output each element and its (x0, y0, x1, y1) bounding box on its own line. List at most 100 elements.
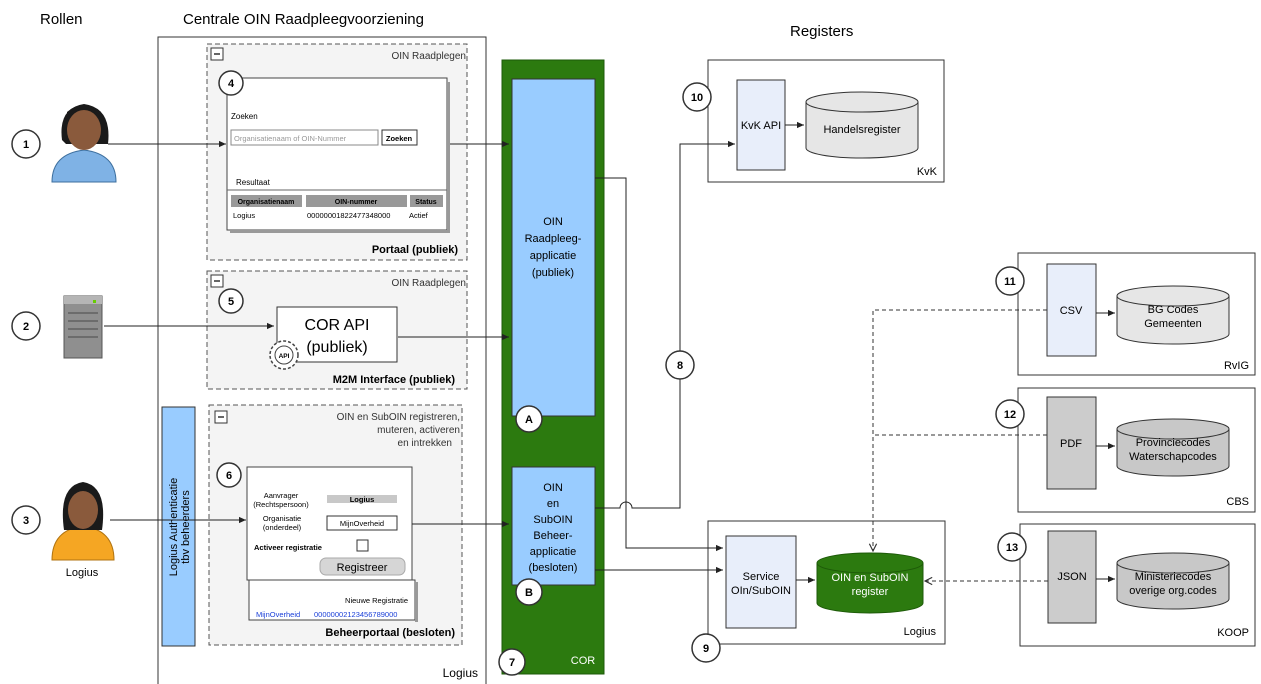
badge-10 (682, 82, 712, 112)
portal-search-button-label: Zoeken (386, 134, 413, 143)
app-a-line2: Raadpleeg- (525, 233, 582, 245)
connector-b-kvk (595, 140, 735, 509)
app-b-line1: OIN (543, 482, 563, 494)
app-b-line2: en (547, 498, 559, 510)
service-line2: OIn/SubOIN (731, 585, 791, 597)
app-a-line4: (publiek) (532, 267, 574, 279)
rvig-owner: RvIG (1224, 360, 1249, 372)
badge-11 (995, 266, 1025, 296)
aanvrager-label-2: (Rechtspersoon) (253, 500, 309, 509)
badge-13 (997, 532, 1027, 562)
badge-10-label: 10 (691, 92, 703, 104)
badge-2 (11, 311, 41, 341)
service-box (725, 535, 797, 629)
m2m-title: M2M Interface (publiek) (333, 374, 456, 386)
badge-8 (665, 350, 695, 380)
ministeriecodes-line2: overige org.codes (1129, 585, 1217, 597)
api-gear-icon: API (269, 340, 299, 370)
badge-1 (11, 129, 41, 159)
app-a-line3: applicatie (530, 250, 576, 262)
portal-search-input[interactable] (230, 129, 379, 146)
badge-5 (218, 288, 244, 314)
header-rollen: Rollen (40, 11, 83, 28)
organisatie-label-1: Organisatie (263, 514, 301, 523)
app-b-box (511, 466, 596, 586)
bgcodes-db (1116, 285, 1230, 345)
service-line1: Service (743, 571, 780, 583)
cbs-owner: CBS (1226, 496, 1249, 508)
badge-a (515, 405, 543, 433)
registreer-button-label: Registreer (337, 562, 388, 574)
app-b-line4: Beheer- (533, 530, 572, 542)
badge-13-label: 13 (1006, 542, 1018, 554)
cor-label: COR (571, 655, 596, 667)
app-b-line3: SubOIN (533, 514, 572, 526)
portal-col1-label: Organisatienaam (238, 199, 295, 206)
badge-12 (995, 399, 1025, 429)
ministeriecodes-line1: Ministeriecodes (1135, 571, 1212, 583)
beheer-title: Beheerportaal (besloten) (325, 627, 455, 639)
kvk-api-label: KvK API (741, 120, 781, 132)
badge-3-label: 3 (23, 515, 29, 527)
organisatie-input[interactable] (326, 515, 398, 531)
kvk-api-box (736, 79, 786, 171)
person-3-icon (51, 482, 115, 561)
csv-label: CSV (1060, 305, 1083, 317)
ministeriecodes-db (1116, 552, 1230, 610)
logius-auth-line2: tbv beheerders (180, 490, 192, 564)
badge-9-label: 9 (703, 643, 709, 655)
badge-a-label: A (525, 414, 533, 426)
provinciecodes-line1: Provinciecodes (1136, 437, 1211, 449)
bgcodes-line2: Gemeenten (1144, 318, 1201, 330)
badge-6-label: 6 (226, 470, 232, 482)
portal-search-placeholder: Organisatienaam of OIN-Nummer (234, 134, 347, 143)
badge-8-label: 8 (677, 360, 683, 372)
m2m-corner-label: OIN Raadplegen (392, 278, 467, 289)
portal-col2-label: OIN-nummer (335, 199, 378, 206)
person-1-icon (51, 104, 117, 183)
portal-col-header-1 (231, 195, 302, 207)
new-reg-oin-link[interactable]: 00000002123456789000 (314, 610, 397, 619)
role-3-label: Logius (66, 567, 99, 579)
app-b-line6: (besloten) (529, 562, 578, 574)
handelsregister-label: Handelsregister (823, 124, 900, 136)
pdf-label: PDF (1060, 438, 1082, 450)
registreer-button[interactable] (319, 557, 406, 576)
activeer-checkbox[interactable] (356, 539, 369, 552)
organisatie-value: MijnOverheid (340, 519, 384, 528)
badge-4 (218, 70, 244, 96)
badge-6 (216, 462, 242, 488)
logius-auth-bar (161, 406, 196, 647)
bgcodes-line1: BG Codes (1148, 304, 1199, 316)
aanvrager-label-1: Aanvrager (264, 491, 299, 500)
kvk-owner: KvK (917, 166, 938, 178)
cor-api-line1: COR API (305, 317, 370, 334)
badge-b-label: B (525, 587, 533, 599)
central-owner-label: Logius (443, 666, 478, 680)
connector-a-service (595, 177, 723, 552)
nieuwe-registratie-label: Nieuwe Registratie (345, 596, 408, 605)
oin-register-line1: OIN en SubOIN (831, 572, 908, 584)
portal-search-button[interactable] (381, 129, 418, 146)
beheer-group: OIN en SubOIN registreren, muteren, acti… (208, 404, 463, 646)
beheer-corner-line3: en intrekken (398, 438, 452, 449)
badge-7-label: 7 (509, 657, 515, 669)
logius-auth-line1: Logius Authenticatie (168, 478, 180, 576)
aanvrager-value: Logius (350, 495, 375, 504)
portal-search-label: Zoeken (231, 112, 258, 121)
new-reg-org-link[interactable]: MijnOverheid (256, 610, 300, 619)
api-gear-label: API (279, 353, 290, 360)
badge-3 (11, 505, 41, 535)
json-label: JSON (1057, 571, 1086, 583)
header-centrale: Centrale OIN Raadpleegvoorziening (183, 11, 424, 28)
portal-title: Portaal (publiek) (372, 244, 459, 256)
activeer-label: Activeer registratie (254, 543, 322, 552)
json-box (1047, 530, 1097, 624)
portal-corner-label: OIN Raadplegen (392, 51, 467, 62)
badge-5-label: 5 (228, 296, 234, 308)
badge-12-label: 12 (1004, 409, 1016, 421)
koop-owner: KOOP (1217, 627, 1249, 639)
portal-row-status: Actief (409, 211, 429, 220)
header-registers: Registers (790, 23, 853, 40)
provinciecodes-line2: Waterschapcodes (1129, 451, 1217, 463)
